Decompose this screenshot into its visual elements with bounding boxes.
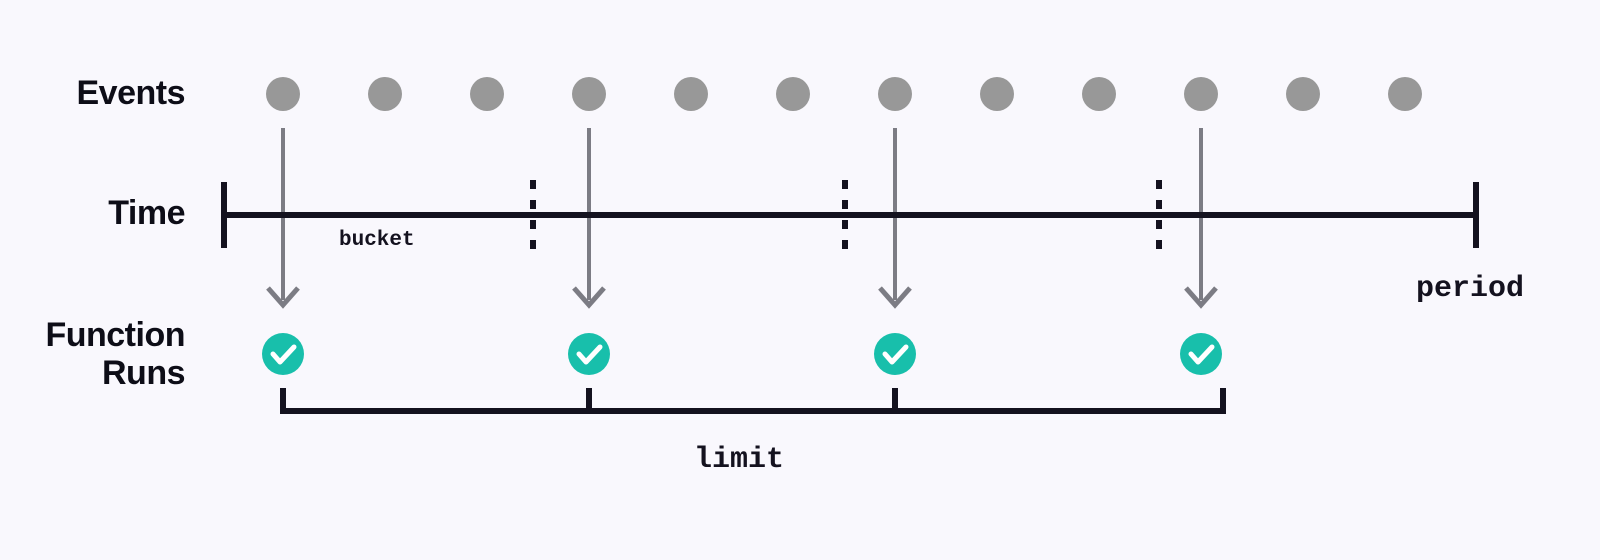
function-run-marker xyxy=(874,333,916,375)
row-label-function-runs: Function Runs xyxy=(45,316,185,393)
run-success-circle xyxy=(874,333,916,375)
event-dot xyxy=(1286,77,1320,111)
run-success-circle xyxy=(262,333,304,375)
row-label-events: Events xyxy=(76,74,186,112)
event-dot xyxy=(572,77,606,111)
run-success-circle xyxy=(1180,333,1222,375)
event-dot xyxy=(674,77,708,111)
check-icon xyxy=(576,344,603,365)
event-dot xyxy=(470,77,504,111)
event-dot xyxy=(980,77,1014,111)
event-dot xyxy=(368,77,402,111)
annotation-bucket: bucket xyxy=(339,229,415,252)
event-dots-group xyxy=(266,77,1422,111)
event-dot xyxy=(1184,77,1218,111)
annotation-limit: limit xyxy=(694,443,785,477)
event-dot xyxy=(1082,77,1116,111)
event-dot xyxy=(266,77,300,111)
check-icon xyxy=(1188,344,1215,365)
limit-bracket-group xyxy=(280,388,1226,414)
check-icon xyxy=(270,344,297,365)
event-dot xyxy=(878,77,912,111)
annotation-period: period xyxy=(1416,272,1525,306)
function-run-marker xyxy=(262,333,304,375)
time-axis-group xyxy=(221,182,1479,248)
function-run-markers-group xyxy=(262,333,1222,375)
event-dot xyxy=(1388,77,1422,111)
run-success-circle xyxy=(568,333,610,375)
function-run-marker xyxy=(568,333,610,375)
row-label-time: Time xyxy=(108,194,185,232)
limit-bracket xyxy=(280,388,1226,414)
function-run-marker xyxy=(1180,333,1222,375)
check-icon xyxy=(882,344,909,365)
event-dot xyxy=(776,77,810,111)
